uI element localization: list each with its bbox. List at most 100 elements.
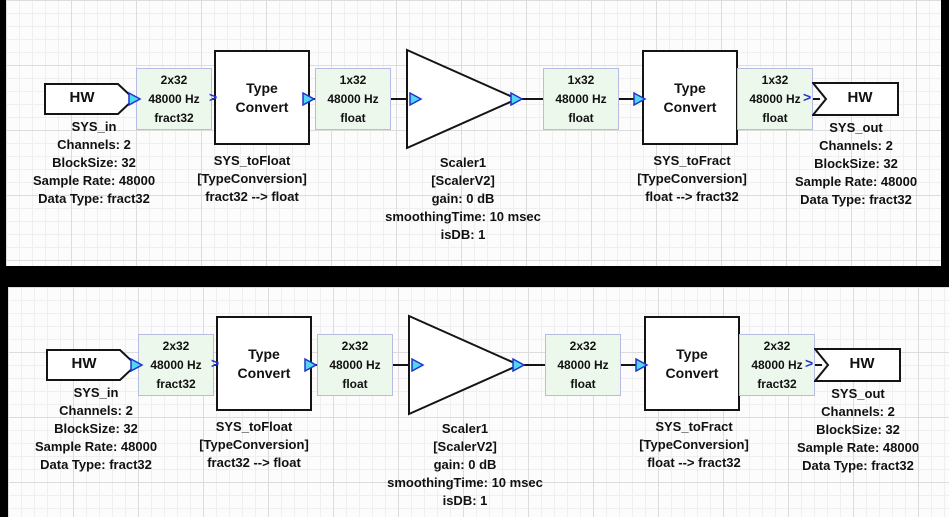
module-name: SYS_out: [829, 120, 883, 135]
input-pin-icon[interactable]: [635, 358, 649, 372]
module-prop: float --> fract32: [647, 455, 741, 470]
type-convert-module[interactable]: Type Convert: [214, 50, 310, 145]
module-prop: gain: 0 dB: [433, 457, 497, 472]
hw-output-block-shape[interactable]: [812, 82, 900, 116]
wire-label-line: 48000 Hz: [148, 92, 200, 106]
wire-label-line: 2x32: [162, 339, 190, 353]
output-pin-icon[interactable]: [512, 358, 526, 372]
wire-label-line: fract32: [757, 377, 797, 391]
module-name: SYS_toFloat: [215, 419, 293, 434]
sys-in-caption: SYS_in Channels: 2 BlockSize: 32 Sample …: [8, 384, 184, 474]
wire-label-line: 2x32: [160, 73, 188, 87]
type-convert-caption: SYS_toFract [TypeConversion] float --> f…: [594, 418, 794, 472]
wire-label-line: 2x32: [763, 339, 791, 353]
sys-in-caption: SYS_in Channels: 2 BlockSize: 32 Sample …: [6, 118, 182, 208]
module-name: SYS_toFloat: [213, 153, 291, 168]
module-class: [TypeConversion]: [197, 171, 307, 186]
sys-out-caption: SYS_out Channels: 2 BlockSize: 32 Sample…: [770, 385, 946, 475]
output-pin-icon[interactable]: [130, 358, 144, 372]
module-prop: Channels: 2: [57, 137, 131, 152]
module-prop: Data Type: fract32: [40, 457, 152, 472]
input-pin-icon[interactable]: [409, 92, 423, 106]
hw-input-block-label[interactable]: HW: [71, 355, 97, 372]
module-prop: smoothingTime: 10 msec: [385, 209, 541, 224]
type-convert-module[interactable]: Type Convert: [216, 316, 312, 411]
hw-output-block-shape[interactable]: [814, 348, 902, 382]
wire-label[interactable]: 2x32 48000 Hz fract32: [138, 334, 214, 396]
module-prop: Channels: 2: [819, 138, 893, 153]
wire-label-line: 48000 Hz: [749, 92, 801, 106]
module-prop: BlockSize: 32: [814, 156, 898, 171]
wire-label-line: fract32: [154, 111, 194, 125]
sys-out-caption: SYS_out Channels: 2 BlockSize: 32 Sample…: [768, 119, 941, 209]
wire-label[interactable]: 1x32 48000 Hz float: [543, 68, 619, 130]
module-name: SYS_out: [831, 386, 885, 401]
module-prop: isDB: 1: [440, 227, 486, 242]
module-prop: BlockSize: 32: [816, 422, 900, 437]
type-convert-module-label: Type Convert: [235, 79, 289, 115]
wire-label-line: float: [762, 111, 788, 125]
type-convert-module[interactable]: Type Convert: [644, 316, 740, 411]
module-prop: BlockSize: 32: [54, 421, 138, 436]
scaler-caption: Scaler1 [ScalerV2] gain: 0 dB smoothingT…: [343, 154, 583, 244]
module-prop: float --> fract32: [645, 189, 739, 204]
wire-label[interactable]: 2x32 48000 Hz float: [317, 334, 393, 396]
type-convert-module-label: Type Convert: [237, 345, 291, 381]
signal-flow-canvas-bottom[interactable]: HW 2x32 48000 Hz fract32 > Type Convert …: [8, 287, 949, 517]
module-name: Scaler1: [441, 421, 489, 436]
wire-label[interactable]: 1x32 48000 Hz float: [737, 68, 813, 130]
scaler-caption: Scaler1 [ScalerV2] gain: 0 dB smoothingT…: [345, 420, 585, 510]
module-prop: smoothingTime: 10 msec: [387, 475, 543, 490]
wire-arrow-icon: >: [209, 89, 218, 105]
module-prop: fract32 --> float: [205, 189, 299, 204]
wire-label-line: 1x32: [761, 73, 789, 87]
wire-label-line: 2x32: [341, 339, 369, 353]
wire-label-line: 48000 Hz: [555, 92, 607, 106]
wire-label-line: 1x32: [567, 73, 595, 87]
hw-input-block-shape[interactable]: [46, 349, 138, 381]
module-prop: Sample Rate: 48000: [794, 174, 918, 189]
wire-label[interactable]: 1x32 48000 Hz float: [315, 68, 391, 130]
wire-label-line: 48000 Hz: [751, 358, 803, 372]
module-class: [TypeConversion]: [637, 171, 747, 186]
wire-label-line: 48000 Hz: [557, 358, 609, 372]
module-name: SYS_toFract: [653, 153, 731, 168]
signal-flow-canvas-top[interactable]: HW 2x32 48000 Hz fract32 > Type Convert …: [6, 0, 941, 266]
type-convert-caption: SYS_toFloat [TypeConversion] fract32 -->…: [154, 418, 354, 472]
input-pin-icon[interactable]: [633, 92, 647, 106]
wire-label[interactable]: 2x32 48000 Hz float: [545, 334, 621, 396]
input-pin-icon[interactable]: [411, 358, 425, 372]
type-convert-caption: SYS_toFloat [TypeConversion] fract32 -->…: [152, 152, 352, 206]
hw-output-block-label[interactable]: HW: [847, 89, 873, 106]
module-prop: isDB: 1: [442, 493, 488, 508]
wire-label-line: float: [342, 377, 368, 391]
scaler-module-shape[interactable]: [405, 48, 519, 150]
module-prop: Sample Rate: 48000: [34, 439, 158, 454]
wire-arrow-icon: >: [805, 355, 814, 371]
wire-label[interactable]: 2x32 48000 Hz fract32: [739, 334, 815, 396]
module-name: Scaler1: [439, 155, 487, 170]
wire-arrow-icon: >: [803, 89, 812, 105]
output-pin-icon[interactable]: [510, 92, 524, 106]
module-prop: Sample Rate: 48000: [32, 173, 156, 188]
module-class: [TypeConversion]: [199, 437, 309, 452]
wire-label-line: float: [570, 377, 596, 391]
type-convert-module-label: Type Convert: [663, 79, 717, 115]
type-convert-caption: SYS_toFract [TypeConversion] float --> f…: [592, 152, 792, 206]
module-prop: fract32 --> float: [207, 455, 301, 470]
output-pin-icon[interactable]: [304, 358, 318, 372]
module-class: [ScalerV2]: [433, 439, 497, 454]
wire-label-line: 48000 Hz: [327, 92, 379, 106]
hw-output-block-label[interactable]: HW: [849, 355, 875, 372]
scaler-module-shape[interactable]: [407, 314, 521, 416]
hw-input-block-label[interactable]: HW: [69, 89, 95, 106]
hw-input-block-shape[interactable]: [44, 83, 136, 115]
module-prop: BlockSize: 32: [52, 155, 136, 170]
wire-label[interactable]: 2x32 48000 Hz fract32: [136, 68, 212, 130]
wire-label-line: 48000 Hz: [150, 358, 202, 372]
module-prop: Channels: 2: [59, 403, 133, 418]
type-convert-module[interactable]: Type Convert: [642, 50, 738, 145]
output-pin-icon[interactable]: [128, 92, 142, 106]
wire-label-line: fract32: [156, 377, 196, 391]
output-pin-icon[interactable]: [302, 92, 316, 106]
